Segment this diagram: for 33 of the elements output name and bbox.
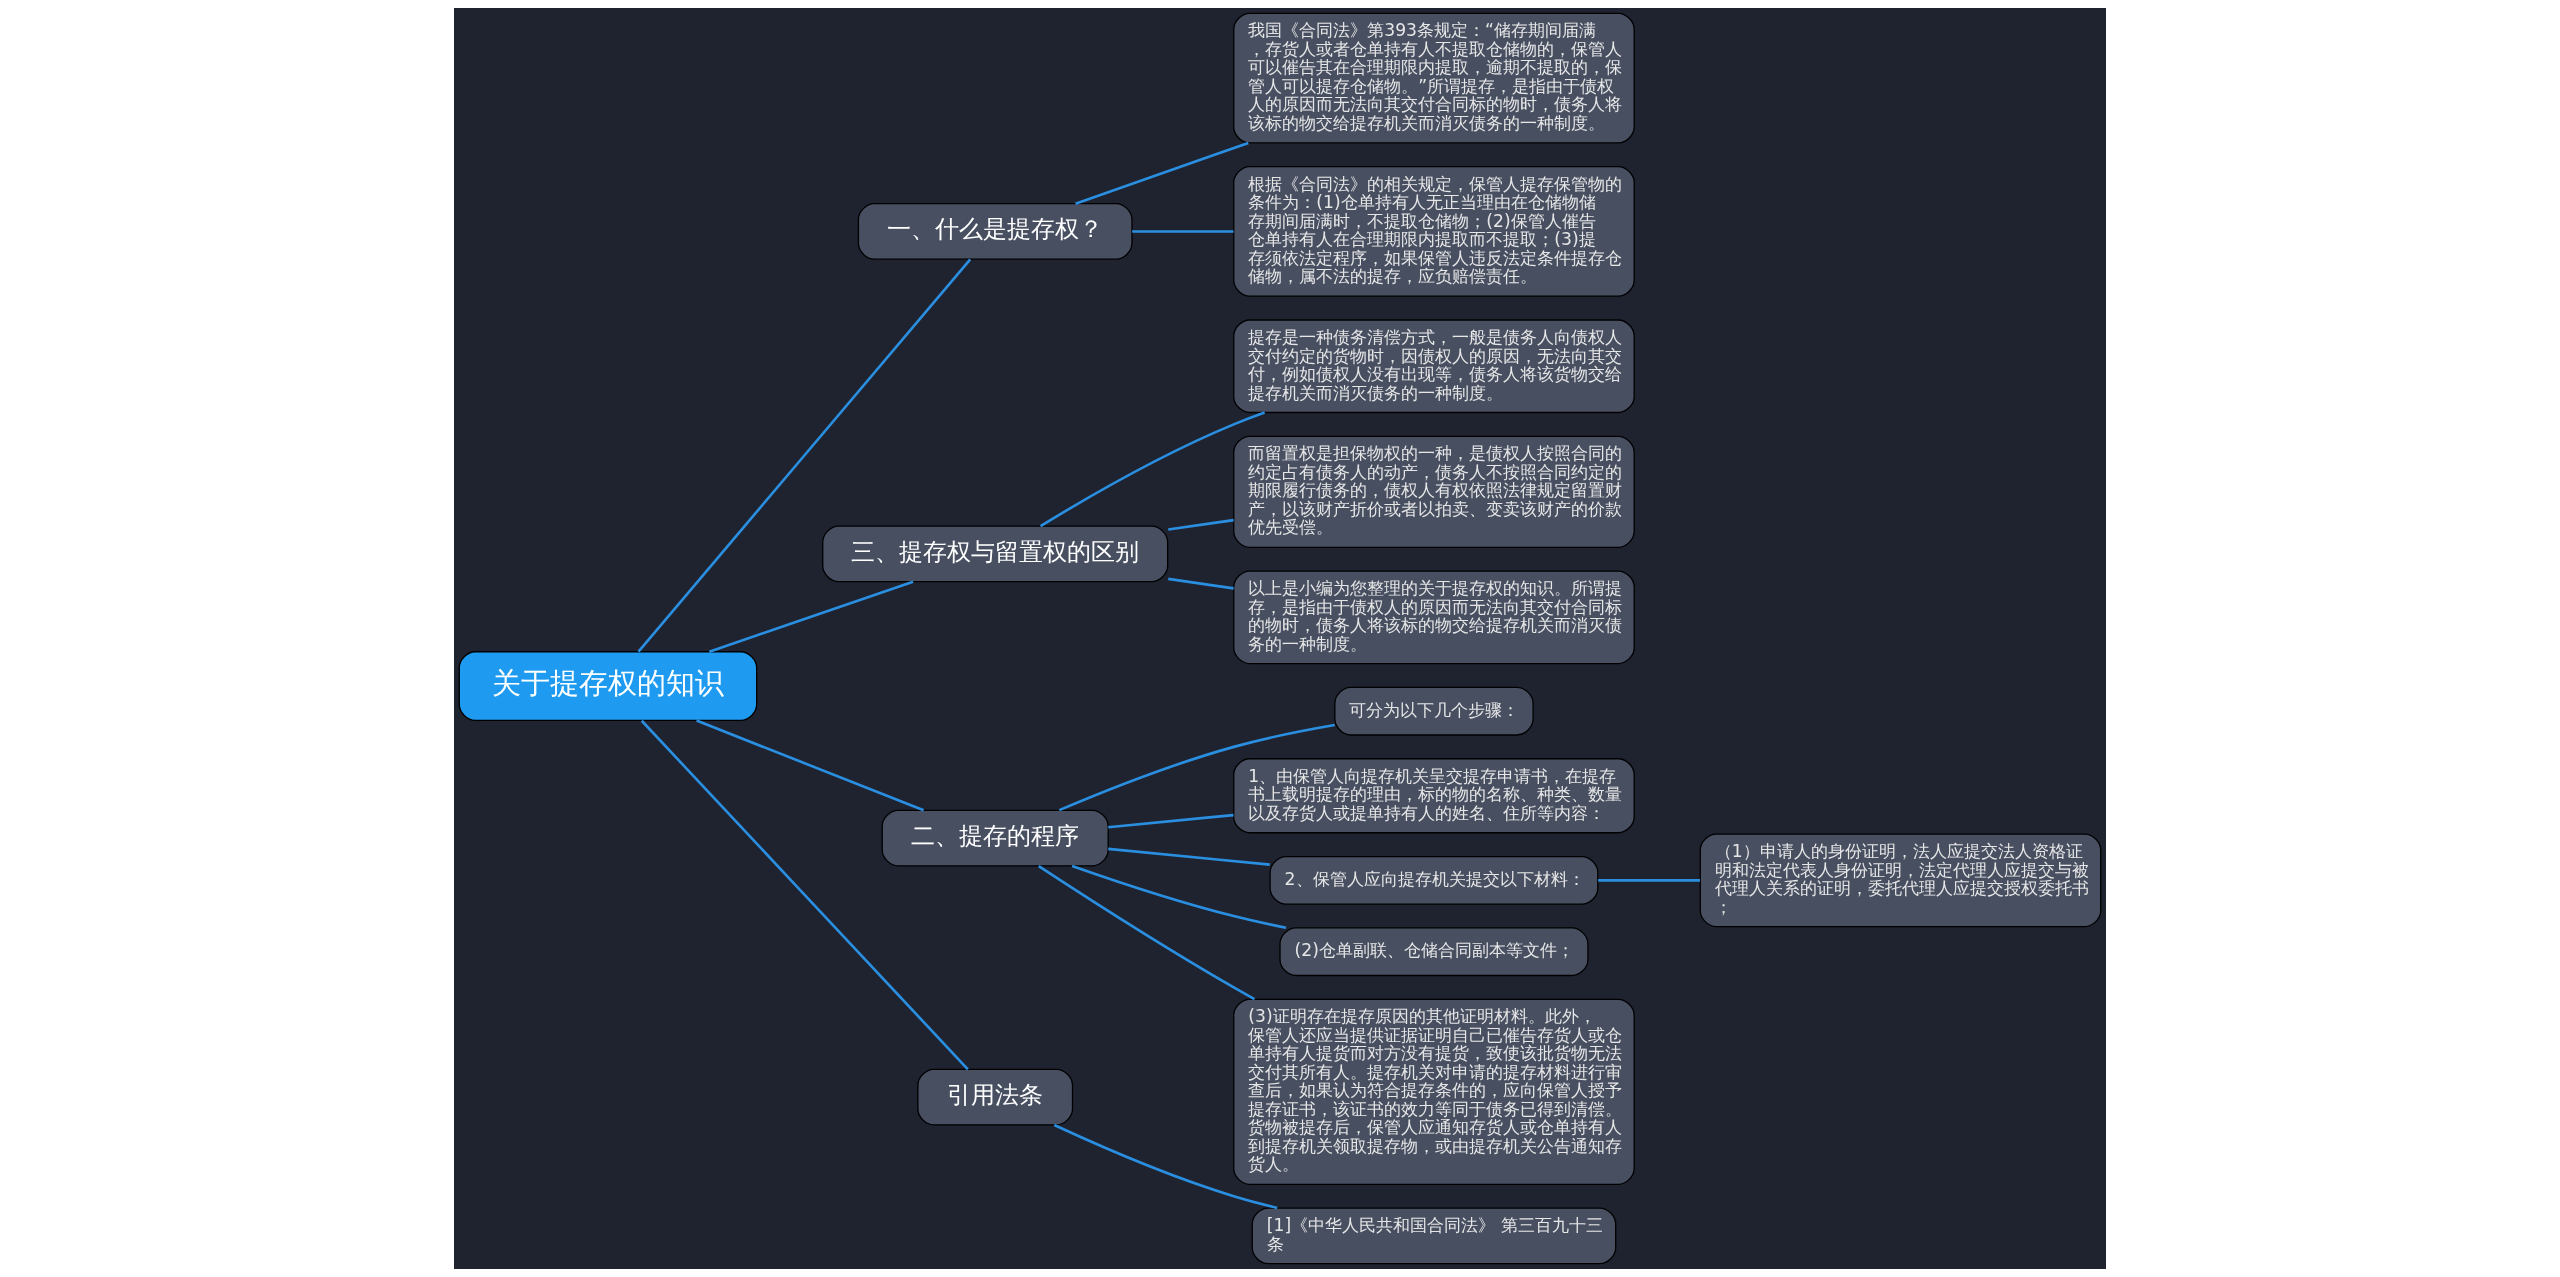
node-box: 一、什么是提存权？ (857, 203, 1133, 260)
connector (1108, 813, 1234, 829)
node-box: 可分为以下几个步骤： (1334, 686, 1534, 736)
connector (1071, 864, 1287, 930)
node-box: [1]《中华人民共和国合同法》 第三百九十三条 (1251, 1207, 1617, 1265)
node-box: 引用法条 (917, 1068, 1074, 1126)
node-box: 以上是小编为您整理的关于提存权的知识。所谓提存，是指由于债权人的原因而无法向其交付合同标的物时，债务人将该标的物交给提存机关而消灭债务的一种制度。 (1233, 570, 1635, 665)
connector (1132, 230, 1234, 233)
connector (637, 258, 972, 653)
node-box: 根据《合同法》的相关规定，保管人提存保管物的条件为：(1)仓单持有人无正当理由在仓储物储存期间届满时，不提取仓储物；(2)保管人催告仓单持有人在合理期限内提取而不提取；(3)提存须依法定程序，如果保管人违反法定条件提存仓储物，属不法的提存，应负赔偿责任。 (1233, 166, 1635, 297)
connector (1058, 723, 1335, 812)
connector (1039, 411, 1266, 528)
connector (1075, 141, 1249, 205)
node-box: (3)证明存在提存原因的其他证明材料。此外，保管人还应当提供证据证明自己已催告存货人或仓单持有人提货而对方没有提货，致使该批货物无法交付其所有人。提存机关对申请的提存材料进行审查后，如果认为符合提存条件的，应向保管人授予提存证书，该证书的效力等同于债务已得到清偿。货物被提存后，保管人应通知存货人或仓单持有人到提存机关领取提存物，或由提存机关公告通知存货人。 (1233, 998, 1635, 1185)
node-box: （1）申请人的身份证明，法人应提交法人资格证明和法定代表人身份证明，法定代理人应提交与被代理人关系的证明，委托代理人应提交授权委托书； (1699, 833, 2102, 928)
node-box: 关于提存权的知识 (458, 651, 758, 722)
node-box: 2、保管人应向提存机关提交以下材料： (1269, 855, 1599, 905)
connector (1053, 1123, 1278, 1210)
node-box: 我国《合同法》第393条规定：“储存期间届满，存货人或者仓单持有人不提取仓储物的，保管人可以催告其在合理期限内提取，逾期不提取的，保管人可以提存仓储物。”所谓提存，是指由于债权人的原因而无法向其交付合同标的物时，债务人将该标的物交给提存机关而消灭债务的一种制度。 (1233, 12, 1635, 144)
connector (640, 719, 969, 1071)
connector (1598, 879, 1700, 882)
node-box: (2)仓单副联、仓储合同副本等文件； (1279, 927, 1589, 977)
node-box: 1、由保管人向提存机关呈交提存申请书，在提存书上载明提存的理由，标的物的名称、种类、数量以及存货人或提单持有人的姓名、住所等内容： (1233, 758, 1635, 834)
connector (708, 580, 914, 653)
connector (1168, 577, 1234, 590)
node-box: 二、提存的程序 (881, 809, 1109, 867)
connector (1038, 864, 1256, 1001)
node-box: 三、提存权与留置权的区别 (822, 525, 1169, 583)
node-box: 而留置权是担保物权的一种，是债权人按照合同的约定占有债务人的动产，债务人不按照合同约定的期限履行债务的，债权人有权依照法律规定留置财产，以该财产折价或者以拍卖、变卖该财产的价款优先受偿。 (1233, 435, 1635, 548)
connector (1108, 847, 1270, 866)
connector (696, 719, 925, 812)
connector (1168, 518, 1234, 531)
node-box: 提存是一种债务清偿方式，一般是债务人向债权人交付约定的货物时，因债权人的原因，无法向其交付，例如债权人没有出现等，债务人将该货物交给提存机关而消灭债务的一种制度。 (1233, 319, 1635, 414)
